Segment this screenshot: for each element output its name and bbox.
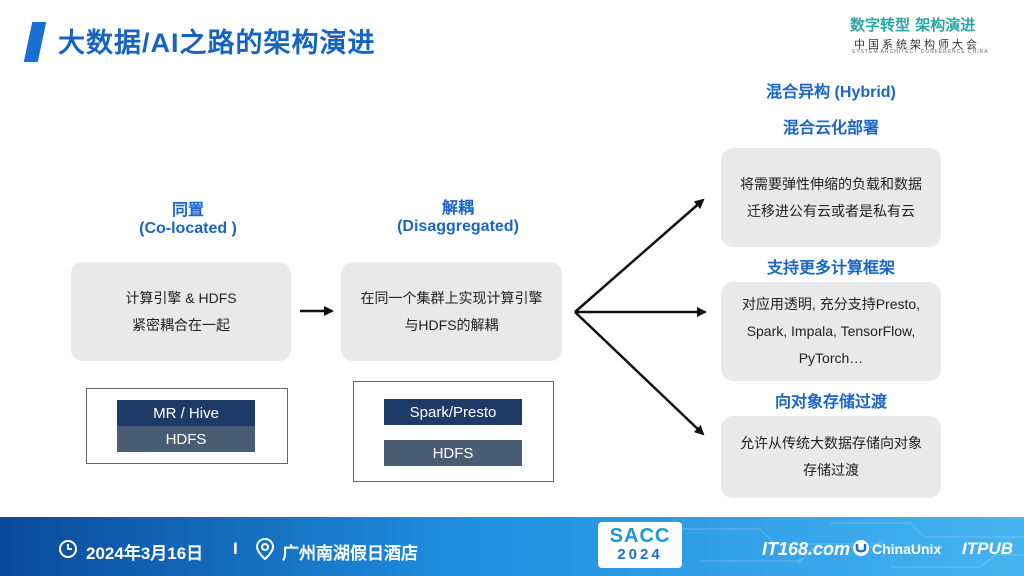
frameworks-box-line2: Spark, Impala, TensorFlow, xyxy=(746,323,916,339)
conference-name-en: SYSTEM ARCHITECT CONFERENCE CHINA xyxy=(852,49,989,55)
arrow-to-hybrid-cloud xyxy=(574,198,705,313)
object-storage-box: 允许从传统大数据存储向对象 存储过渡 xyxy=(721,416,941,498)
frameworks-box: 对应用透明, 充分支持Presto, Spark, Impala, Tensor… xyxy=(721,282,941,381)
frameworks-box-line3: PyTorch… xyxy=(798,350,864,366)
disaggregated-heading-title: 解耦 xyxy=(441,200,474,217)
frameworks-box-line1: 对应用透明, 充分支持Presto, xyxy=(741,296,921,312)
object-storage-heading: 向对象存储过渡 xyxy=(774,394,887,411)
colocated-box: 计算引擎 & HDFS 紧密耦合在一起 xyxy=(71,262,291,361)
event-date: 2024年3月16日 xyxy=(86,544,204,563)
object-storage-box-line2: 存储过渡 xyxy=(803,462,859,478)
location-pin-icon xyxy=(256,538,274,560)
arrow-to-object-storage xyxy=(574,311,705,436)
frameworks-heading: 支持更多计算框架 xyxy=(766,260,895,277)
hybrid-heading: 混合异构 (Hybrid) xyxy=(766,84,896,101)
sacc-logo-text: SACC xyxy=(609,525,671,547)
event-location: 广州南湖假日酒店 xyxy=(282,544,418,563)
disaggregated-layer-storage: HDFS xyxy=(384,440,522,466)
colocated-heading-sub: (Co-located ) xyxy=(139,220,237,237)
colocated-heading-title: 同置 xyxy=(171,202,204,219)
hybrid-cloud-box-line2: 迁移进公有云或者是私有云 xyxy=(747,202,915,219)
sacc-logo: SACC 2024 xyxy=(598,522,682,568)
disaggregated-heading: 解耦 (Disaggregated) xyxy=(380,194,536,236)
circuit-pattern xyxy=(680,522,1024,568)
disaggregated-layer-compute: Spark/Presto xyxy=(384,399,522,425)
object-storage-box-line1: 允许从传统大数据存储向对象 xyxy=(740,435,922,451)
hybrid-cloud-box: 将需要弹性伸缩的负载和数据 迁移进公有云或者是私有云 xyxy=(721,148,941,247)
colocated-stack: MR / Hive HDFS xyxy=(86,388,288,464)
hybrid-cloud-box-line1: 将需要弹性伸缩的负载和数据 xyxy=(740,175,922,192)
colocated-layer-compute: MR / Hive xyxy=(117,400,255,426)
disaggregated-stack: Spark/Presto HDFS xyxy=(353,381,554,482)
it168-logo: IT168.com xyxy=(762,539,851,559)
chinaunix-logo-icon xyxy=(853,540,869,556)
footer-bar: 2024年3月16日 I 广州南湖假日酒店 IT168.com ChinaUni… xyxy=(0,517,1024,576)
sacc-logo-year: 2024 xyxy=(617,546,663,563)
hybrid-cloud-heading: 混合云化部署 xyxy=(782,120,879,137)
clock-icon xyxy=(59,540,77,558)
footer-separator: I xyxy=(233,539,238,558)
page-title: 大数据/AI之路的架构演进 xyxy=(58,28,376,58)
colocated-layer-storage: HDFS xyxy=(117,426,255,452)
colocated-box-line2: 紧密耦合在一起 xyxy=(131,316,230,333)
conference-slogan: 数字转型 架构演进 xyxy=(850,16,976,34)
disaggregated-box: 在同一个集群上实现计算引擎 与HDFS的解耦 xyxy=(341,262,562,361)
disaggregated-box-line1: 在同一个集群上实现计算引擎 xyxy=(360,289,543,306)
colocated-heading: 同置 (Co-located ) xyxy=(120,196,256,238)
chinaunix-logo: ChinaUnix xyxy=(872,541,942,557)
colocated-box-line1: 计算引擎 & HDFS xyxy=(125,289,237,306)
disaggregated-heading-sub: (Disaggregated) xyxy=(397,218,519,235)
itpub-logo: ITPUB xyxy=(962,539,1013,558)
disaggregated-box-line2: 与HDFS的解耦 xyxy=(404,316,499,333)
conference-name: 中国系统架构师大会 xyxy=(854,39,980,51)
